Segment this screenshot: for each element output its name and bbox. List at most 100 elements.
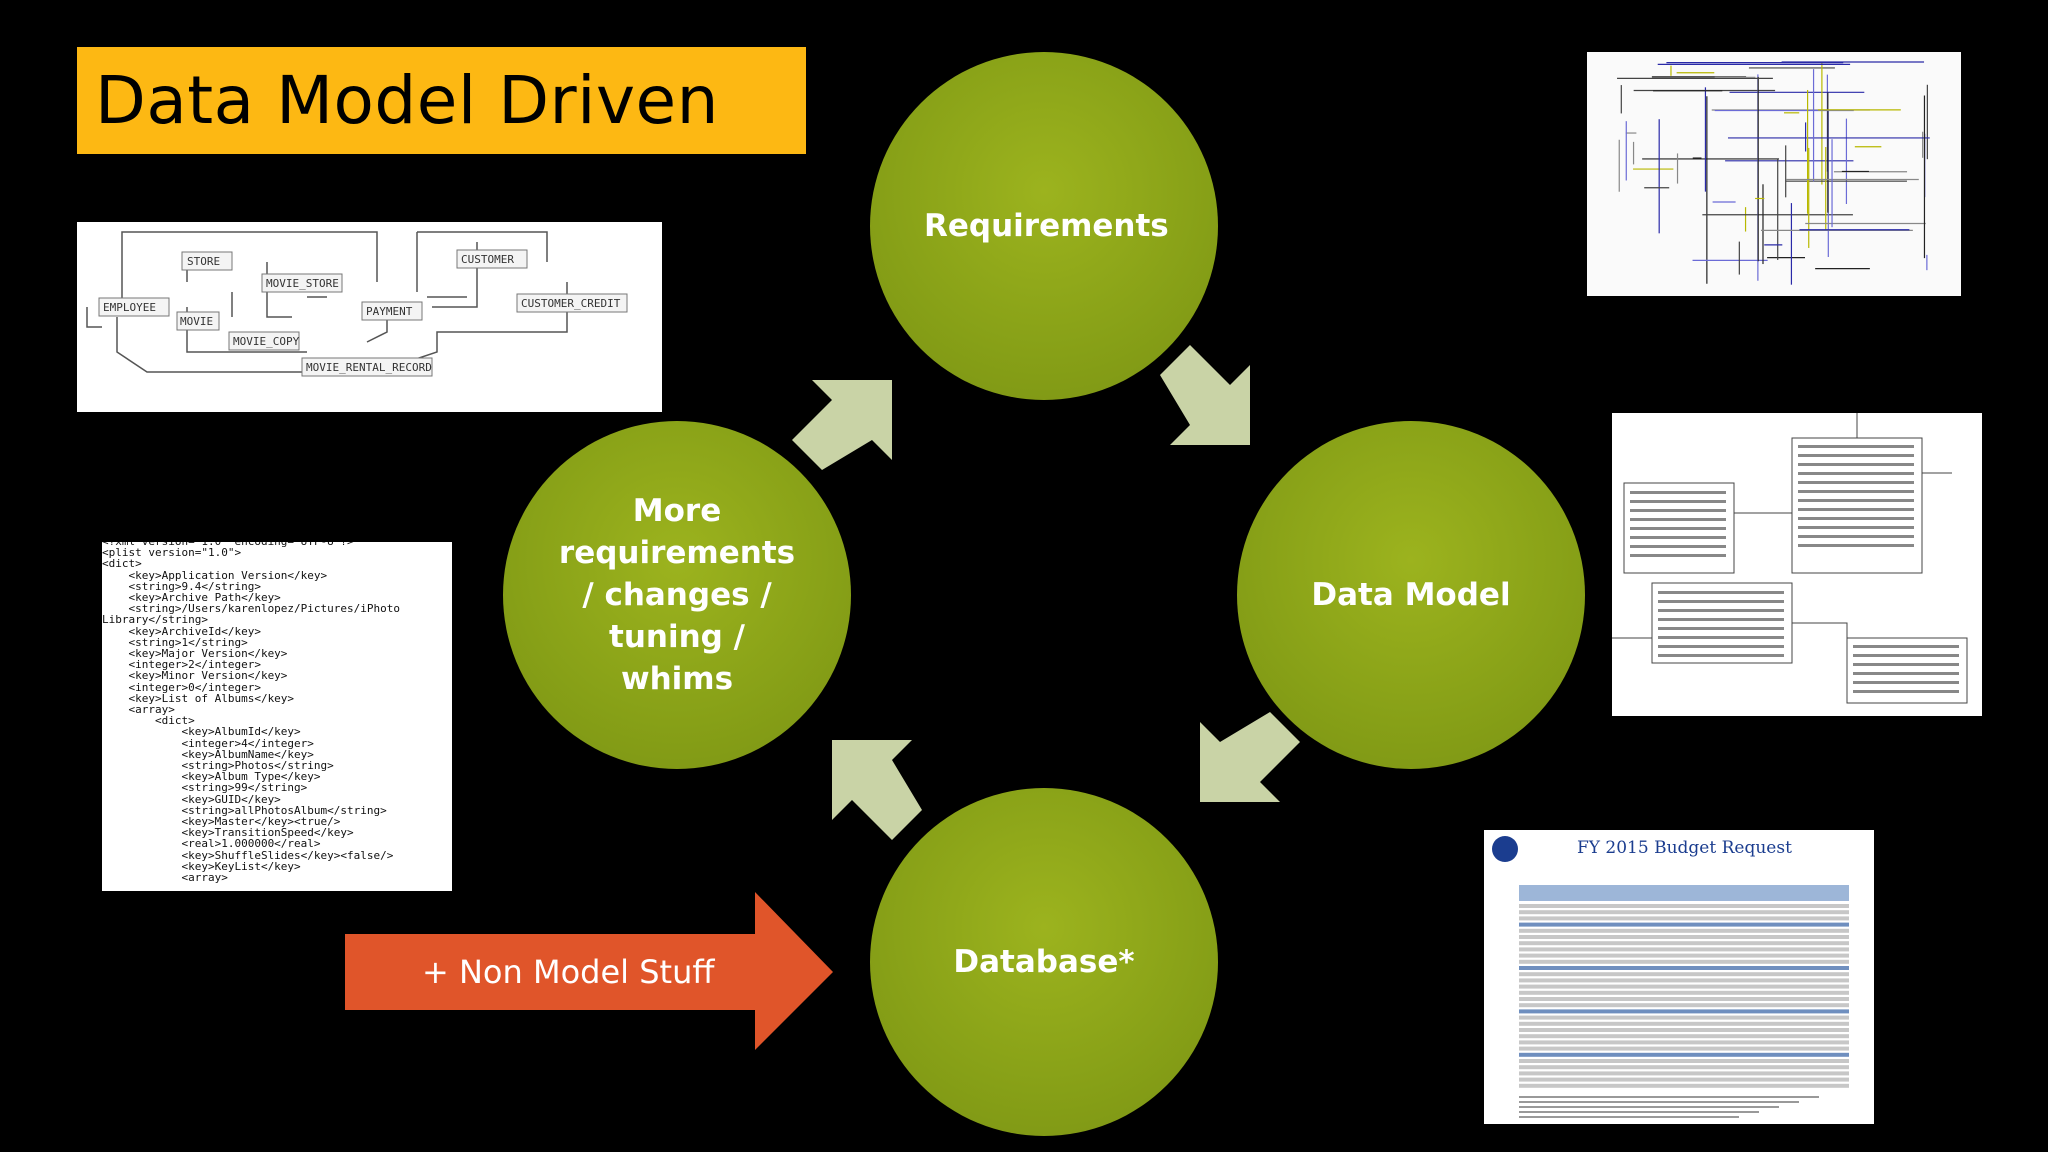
- schema-row: [1658, 609, 1784, 612]
- er-entity-movie-copy: MOVIE_COPY: [233, 335, 300, 348]
- budget-footnote: [1519, 1101, 1799, 1103]
- schema-row: [1798, 535, 1914, 538]
- schema-row: [1630, 554, 1726, 557]
- plist-line: <dict>: [102, 714, 195, 728]
- non-model-stuff-label: + Non Model Stuff: [422, 953, 715, 991]
- budget-table-row: [1519, 1065, 1849, 1070]
- schema-row: [1658, 618, 1784, 621]
- schema-row: [1630, 509, 1726, 512]
- cycle-arrow-bottom-left: [832, 740, 922, 840]
- schema-row: [1630, 536, 1726, 539]
- schema-row: [1853, 681, 1959, 684]
- schema-row: [1853, 690, 1959, 693]
- er-entity-customer-credit: CUSTOMER_CREDIT: [521, 297, 621, 310]
- budget-table-row: [1519, 1040, 1849, 1045]
- budget-table-row: [1519, 984, 1849, 989]
- plist-line: <key>GUID</key>: [102, 792, 281, 806]
- plist-line: <key>ShuffleSlides</key><false/>: [102, 848, 394, 862]
- plist-line: <string>/Users/karenlopez/Pictures/iPhot…: [102, 602, 401, 616]
- plist-line: <key>KeyList</key>: [102, 859, 301, 873]
- plist-line: <key>AlbumId</key>: [102, 725, 301, 739]
- schema-row: [1853, 663, 1959, 666]
- budget-table-row: [1519, 1009, 1849, 1014]
- plist-line: Library</string>: [102, 613, 208, 627]
- table-schema-image: [1612, 413, 1982, 716]
- er-entity-movie: MOVIE: [180, 315, 213, 328]
- er-entity-movie-store: MOVIE_STORE: [266, 277, 339, 290]
- circle-data-model: Data Model: [1237, 421, 1585, 769]
- cycle-arrow-bottom-right: [1200, 712, 1300, 802]
- schema-row: [1798, 499, 1914, 502]
- cycle-arrow-top-right: [1160, 345, 1250, 445]
- budget-table-row: [1519, 990, 1849, 995]
- budget-footnote: [1519, 1106, 1779, 1108]
- circle-database-label: Database*: [953, 944, 1135, 980]
- schema-row: [1658, 645, 1784, 648]
- budget-table-row: [1519, 959, 1849, 964]
- plist-line: <key>Application Version</key>: [102, 568, 328, 582]
- budget-table-row: [1519, 1083, 1849, 1088]
- plist-line: <integer>4</integer>: [102, 736, 314, 750]
- schema-row: [1658, 654, 1784, 657]
- plist-line: <?xml version="1.0" encoding="UTF-8"?>: [102, 542, 452, 547]
- plist-line: <key>Minor Version</key>: [102, 669, 288, 683]
- schema-row: [1630, 527, 1726, 530]
- budget-table-row: [1519, 928, 1849, 933]
- plist-line: <key>Album Type</key>: [102, 770, 321, 784]
- schema-row: [1798, 526, 1914, 529]
- slide-title: Data Model Driven: [95, 62, 719, 139]
- plist-line: <key>List of Albums</key>: [102, 691, 295, 705]
- budget-table-row: [1519, 1028, 1849, 1032]
- plist-line: <key>AlbumName</key>: [102, 747, 314, 761]
- plist-line: <key>TransitionSpeed</key>: [102, 826, 354, 840]
- er-entity-employee: EMPLOYEE: [103, 301, 156, 314]
- schema-row: [1798, 472, 1914, 475]
- non-model-stuff-arrow: [345, 892, 833, 1050]
- budget-table-row: [1519, 904, 1849, 908]
- plist-line: <key>ArchiveId</key>: [102, 624, 261, 638]
- schema-row: [1630, 518, 1726, 521]
- nasa-logo-icon: [1492, 836, 1518, 862]
- schema-row: [1853, 645, 1959, 648]
- schema-row: [1630, 500, 1726, 503]
- budget-table-row: [1519, 966, 1849, 970]
- plist-line: <string>allPhotosAlbum</string>: [102, 803, 387, 817]
- budget-table-row: [1519, 953, 1849, 958]
- plist-line: <array>: [102, 703, 175, 717]
- budget-table-row: [1519, 922, 1849, 927]
- budget-table-row: [1519, 1003, 1849, 1008]
- budget-table-row: [1519, 978, 1849, 983]
- circle-data-model-label: Data Model: [1311, 577, 1511, 613]
- plist-line: <string>9.4</string>: [102, 579, 261, 593]
- dense-schema-image: [1587, 52, 1961, 296]
- schema-row: [1658, 627, 1784, 630]
- budget-table-row: [1519, 1071, 1849, 1076]
- budget-table-header: [1519, 885, 1849, 901]
- plist-line: <key>Major Version</key>: [102, 647, 288, 661]
- budget-table-row: [1519, 935, 1849, 939]
- plist-lines: <?xml version="1.0" encoding="UTF-8"?><p…: [102, 542, 452, 883]
- budget-table-row: [1519, 997, 1849, 1001]
- schema-row: [1853, 654, 1959, 657]
- budget-table-row: [1519, 1046, 1849, 1051]
- er-entity-movie-rental-record: MOVIE_RENTAL_RECORD: [306, 361, 432, 374]
- schema-row: [1658, 600, 1784, 603]
- budget-table-row: [1519, 910, 1849, 915]
- circle-more-requirements: More requirements / changes / tuning / w…: [503, 421, 851, 769]
- schema-row: [1798, 454, 1914, 457]
- budget-footnote: [1519, 1111, 1759, 1113]
- plist-line: <integer>2</integer>: [102, 658, 261, 672]
- schema-row: [1798, 517, 1914, 520]
- schema-row: [1853, 672, 1959, 675]
- plist-line: <string>Photos</string>: [102, 759, 334, 773]
- plist-line: <string>1</string>: [102, 635, 248, 649]
- er-entity-store: STORE: [187, 255, 220, 268]
- budget-table-row: [1519, 941, 1849, 946]
- plist-xml-image: <?xml version="1.0" encoding="UTF-8"?><p…: [102, 542, 452, 891]
- schema-row: [1630, 545, 1726, 548]
- plist-line: <key>Master</key><true/>: [102, 815, 341, 829]
- budget-table-row: [1519, 972, 1849, 977]
- budget-table-row: [1519, 1034, 1849, 1039]
- er-diagram-image: STORE MOVIE_STORE CUSTOMER EMPLOYEE MOVI…: [77, 222, 662, 412]
- plist-line: <integer>0</integer>: [102, 680, 261, 694]
